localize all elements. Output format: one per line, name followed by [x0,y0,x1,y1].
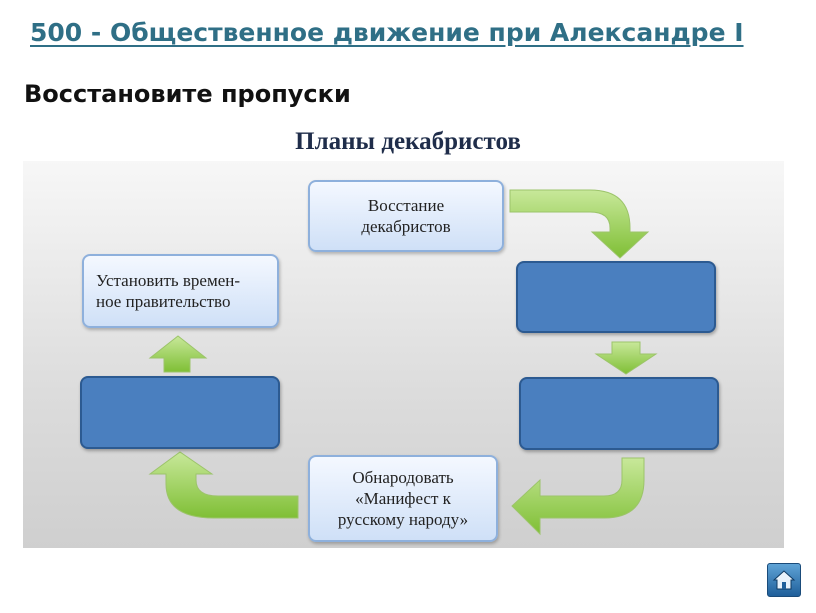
box-uprising-label: Восстание декабристов [361,196,451,236]
blank-box-right-bottom[interactable] [519,377,719,450]
arrow-manifesto-to-left [148,451,299,519]
box-provisional-government-label: Установить времен-ное правительство [96,271,241,311]
arrow-right-to-manifesto [511,457,645,536]
arrow-right-down [594,341,658,375]
box-uprising: Восстание декабристов [308,180,504,252]
home-icon [772,570,796,590]
page-title: 500 - Общественное движение при Александ… [30,18,744,47]
arrow-left-up [148,335,208,373]
blank-box-left-bottom[interactable] [80,376,280,449]
task-instruction: Восстановите пропуски [24,80,351,108]
box-manifesto: Обнародовать «Манифест к русскому народу… [308,455,498,542]
box-manifesto-label: Обнародовать «Манифест к русскому народу… [337,468,469,529]
diagram-title: Планы декабристов [295,128,521,155]
arrow-uprising-to-right [509,189,650,259]
box-provisional-government: Установить времен-ное правительство [82,254,279,328]
home-button[interactable] [767,563,801,597]
blank-box-right-top[interactable] [516,261,716,333]
